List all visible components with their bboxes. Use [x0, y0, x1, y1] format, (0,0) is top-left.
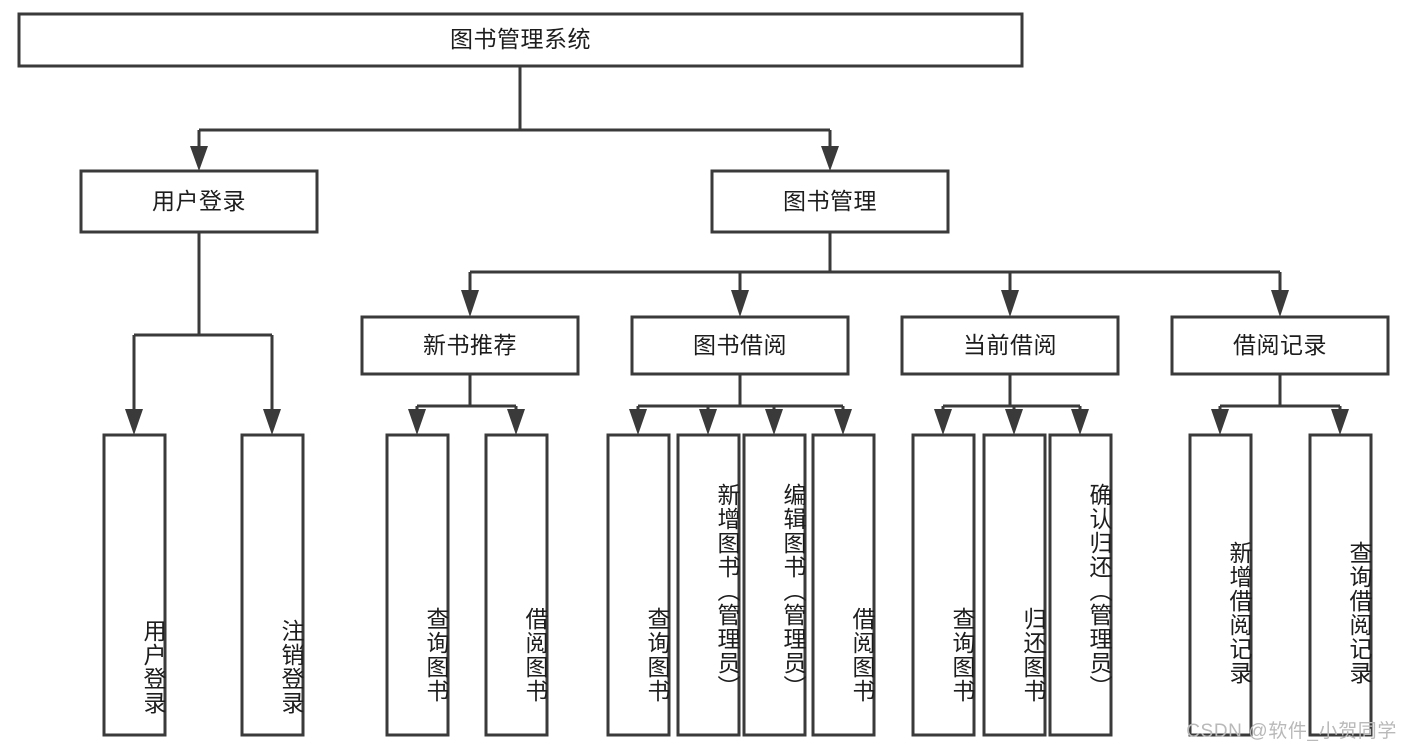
arrow-head-leaf-add-book: [699, 409, 717, 435]
arrow-head-leaf-edit-book: [765, 409, 783, 435]
arrow-head-leaf-query-book-1: [408, 409, 426, 435]
node-box-leaf-query-book-3[interactable]: [911, 433, 976, 737]
arrow-head-book-borrow: [731, 290, 749, 317]
connector-current-borrow-to-leaves: [934, 374, 1089, 435]
node-box-leaf-borrow-book-2[interactable]: [811, 433, 876, 737]
node-box-root[interactable]: [17, 12, 1024, 68]
arrow-head-current-borrow: [1001, 290, 1019, 317]
arrow-head-leaf-query-record: [1331, 409, 1349, 435]
node-box-book-borrow[interactable]: [630, 315, 850, 376]
arrow-head-leaf-confirm-return: [1071, 409, 1089, 435]
node-box-leaf-query-record[interactable]: [1308, 433, 1373, 737]
arrow-head-user-login: [190, 146, 208, 171]
arrow-head-leaf-query-book-2: [629, 409, 647, 435]
node-box-user-login[interactable]: [79, 169, 319, 234]
node-box-book-management[interactable]: [710, 169, 950, 234]
node-box-new-book-recommend[interactable]: [360, 315, 580, 376]
connector-book-management-to-level3: [461, 232, 1289, 317]
arrow-head-leaf-logout: [263, 409, 281, 435]
node-box-leaf-query-book-2[interactable]: [606, 433, 671, 737]
connector-root-to-level2: [190, 66, 839, 171]
arrow-head-leaf-query-book-3: [934, 409, 952, 435]
arrow-head-leaf-return-book: [1005, 409, 1023, 435]
connector-new-book-recommend-to-leaves: [408, 374, 525, 435]
node-box-leaf-confirm-return[interactable]: [1048, 433, 1113, 737]
arrow-head-leaf-borrow-book-1: [507, 409, 525, 435]
arrow-head-leaf-borrow-book-2: [834, 409, 852, 435]
arrow-head-leaf-add-record: [1211, 409, 1229, 435]
node-box-leaf-query-book-1[interactable]: [385, 433, 450, 737]
node-box-leaf-edit-book[interactable]: [742, 433, 807, 737]
node-box-leaf-return-book[interactable]: [982, 433, 1047, 737]
node-box-borrow-record[interactable]: [1170, 315, 1390, 376]
connector-user-login-to-leaves: [125, 232, 281, 435]
connector-borrow-record-to-leaves: [1211, 374, 1349, 435]
node-box-current-borrow[interactable]: [900, 315, 1120, 376]
csdn-watermark: CSDN @软件_小贺同学: [1186, 721, 1397, 742]
node-box-leaf-add-record[interactable]: [1188, 433, 1253, 737]
node-box-leaf-add-book[interactable]: [676, 433, 741, 737]
node-box-leaf-user-login[interactable]: [102, 433, 167, 737]
arrow-head-leaf-user-login: [125, 409, 143, 435]
connector-book-borrow-to-leaves: [629, 374, 852, 435]
arrow-head-book-management: [821, 146, 839, 171]
arrow-head-borrow-record: [1271, 290, 1289, 317]
node-box-leaf-logout[interactable]: [240, 433, 305, 737]
node-box-leaf-borrow-book-1[interactable]: [484, 433, 549, 737]
arrow-head-new-book-recommend: [461, 290, 479, 317]
